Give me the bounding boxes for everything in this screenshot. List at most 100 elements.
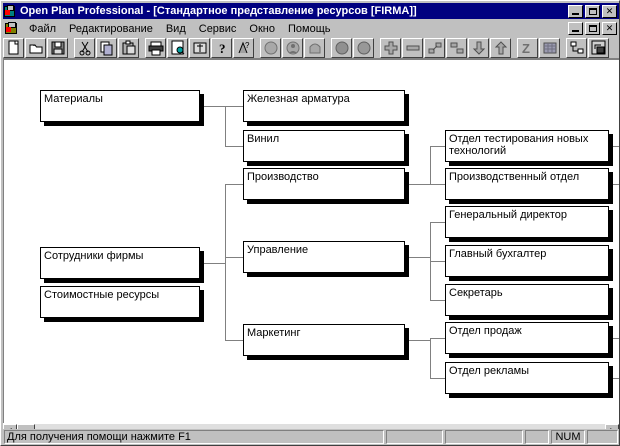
window-controls: ✕ bbox=[568, 4, 617, 18]
save-disk-icon[interactable] bbox=[47, 37, 68, 58]
close-button[interactable]: ✕ bbox=[602, 4, 617, 18]
context-help-icon[interactable]: ? bbox=[233, 37, 254, 58]
connector-line bbox=[610, 184, 619, 185]
node-label: Материалы bbox=[44, 93, 103, 105]
menu-file[interactable]: Файл bbox=[23, 22, 63, 36]
minimize-button[interactable] bbox=[568, 4, 583, 18]
node-gl-buhgalter[interactable]: Главный бухгалтер bbox=[445, 245, 609, 277]
paste-icon[interactable] bbox=[118, 37, 139, 58]
help-question-icon[interactable]: ? bbox=[211, 37, 232, 58]
connector-line bbox=[225, 184, 226, 341]
mdi-minimize-button[interactable] bbox=[568, 22, 583, 35]
node-proizvodstvo[interactable]: Производство bbox=[243, 168, 405, 200]
fit-window-icon[interactable] bbox=[588, 37, 609, 58]
resource-person-icon[interactable] bbox=[282, 37, 303, 58]
resource-circle-icon[interactable] bbox=[260, 37, 281, 58]
status-badge-num: NUM bbox=[551, 430, 585, 444]
connector-line bbox=[430, 378, 446, 379]
connector-line bbox=[225, 106, 226, 147]
svg-text:?: ? bbox=[245, 41, 250, 50]
link-icon[interactable] bbox=[424, 37, 445, 58]
cut-scissors-icon[interactable] bbox=[74, 37, 95, 58]
restore-button[interactable] bbox=[585, 4, 600, 18]
mdi-restore-button[interactable] bbox=[585, 22, 600, 35]
node-label: Стоимостные ресурсы bbox=[44, 289, 160, 301]
connector-line bbox=[430, 146, 431, 184]
properties-icon[interactable] bbox=[189, 37, 210, 58]
node-materialy[interactable]: Материалы bbox=[40, 90, 200, 122]
menu-help[interactable]: Помощь bbox=[282, 22, 338, 36]
open-folder-icon[interactable] bbox=[25, 37, 46, 58]
status-bar: Для получения помощи нажмите F1 NUM bbox=[3, 429, 619, 445]
print-icon[interactable] bbox=[145, 37, 166, 58]
node-label: Генеральный директор bbox=[449, 209, 567, 221]
document-icon[interactable] bbox=[5, 22, 19, 35]
node-label: Секретарь bbox=[449, 287, 503, 299]
connector-line bbox=[430, 184, 446, 185]
menu-window-label: Окно bbox=[249, 22, 275, 35]
copy-icon[interactable] bbox=[96, 37, 117, 58]
menu-edit-label: Редактирование bbox=[69, 22, 153, 35]
svg-text:Z: Z bbox=[522, 41, 530, 56]
node-proizv-otdel[interactable]: Производственный отдел bbox=[445, 168, 609, 200]
close-icon: ✕ bbox=[605, 5, 614, 16]
window-title: Open Plan Professional - [Стандартное пр… bbox=[20, 5, 417, 17]
node-label: Отдел тестирования новых технологий bbox=[449, 133, 589, 157]
mdi-close-icon: ✕ bbox=[605, 23, 614, 33]
connector-line bbox=[610, 146, 619, 147]
status-message: Для получения помощи нажмите F1 bbox=[4, 430, 384, 444]
title-bar: Open Plan Professional - [Стандартное пр… bbox=[3, 3, 619, 19]
node-sotrudniki[interactable]: Сотрудники фирмы bbox=[40, 247, 200, 279]
node-label: Отдел рекламы bbox=[449, 365, 530, 377]
menu-tools[interactable]: Сервис bbox=[193, 22, 244, 36]
resource-circle2-icon[interactable] bbox=[353, 37, 374, 58]
resource-filled-circle-icon[interactable] bbox=[331, 37, 352, 58]
resource-shape-icon[interactable] bbox=[304, 37, 325, 58]
node-otdel-reklamy[interactable]: Отдел рекламы bbox=[445, 362, 609, 394]
hierarchy-icon[interactable] bbox=[446, 37, 467, 58]
node-otdel-test[interactable]: Отдел тестирования новых технологий bbox=[445, 130, 609, 162]
node-upravlenie[interactable]: Управление bbox=[243, 241, 405, 273]
grid-view-icon[interactable] bbox=[539, 37, 560, 58]
connector-line bbox=[204, 263, 226, 264]
connector-line bbox=[225, 340, 244, 341]
node-label: Производство bbox=[247, 171, 319, 183]
node-gen-direktor[interactable]: Генеральный директор bbox=[445, 206, 609, 238]
new-document-icon[interactable] bbox=[3, 37, 24, 58]
mdi-close-button[interactable]: ✕ bbox=[602, 22, 617, 35]
status-pane-3 bbox=[525, 430, 549, 444]
move-up-icon[interactable] bbox=[490, 37, 511, 58]
connector-line bbox=[610, 378, 619, 379]
connector-line bbox=[409, 340, 431, 341]
print-preview-icon[interactable] bbox=[167, 37, 188, 58]
node-marketing[interactable]: Маркетинг bbox=[243, 324, 405, 356]
menu-view[interactable]: Вид bbox=[160, 22, 193, 36]
node-label: Винил bbox=[247, 133, 280, 145]
menu-view-label: Вид bbox=[165, 22, 186, 35]
node-sekretar[interactable]: Секретарь bbox=[445, 284, 609, 316]
zoom-z-icon[interactable]: Z bbox=[517, 37, 538, 58]
status-pane-2 bbox=[445, 430, 523, 444]
node-otdel-prodazh[interactable]: Отдел продаж bbox=[445, 322, 609, 354]
connector-line bbox=[430, 338, 431, 378]
connector-line bbox=[225, 184, 244, 185]
menu-window[interactable]: Окно bbox=[243, 22, 282, 36]
status-pane-4 bbox=[587, 430, 618, 444]
node-label: Производственный отдел bbox=[449, 171, 580, 183]
add-plus-icon[interactable] bbox=[380, 37, 401, 58]
node-vinil[interactable]: Винил bbox=[243, 130, 405, 162]
node-stoimost[interactable]: Стоимостные ресурсы bbox=[40, 286, 200, 318]
menu-edit[interactable]: Редактирование bbox=[63, 22, 160, 36]
diagram-canvas[interactable]: Материалы Железная арматура Винил Отдел … bbox=[3, 59, 619, 423]
remove-minus-icon[interactable] bbox=[402, 37, 423, 58]
node-zhelezn[interactable]: Железная арматура bbox=[243, 90, 405, 122]
node-label: Сотрудники фирмы bbox=[44, 250, 144, 262]
connector-line bbox=[225, 146, 244, 147]
menu-bar: Файл Редактирование Вид Сервис Окно Помо… bbox=[3, 20, 619, 37]
menu-file-label: Файл bbox=[29, 22, 57, 35]
move-down-icon[interactable] bbox=[468, 37, 489, 58]
connector-line bbox=[430, 261, 446, 262]
layout-tree-icon[interactable] bbox=[566, 37, 587, 58]
connector-line bbox=[225, 106, 244, 107]
